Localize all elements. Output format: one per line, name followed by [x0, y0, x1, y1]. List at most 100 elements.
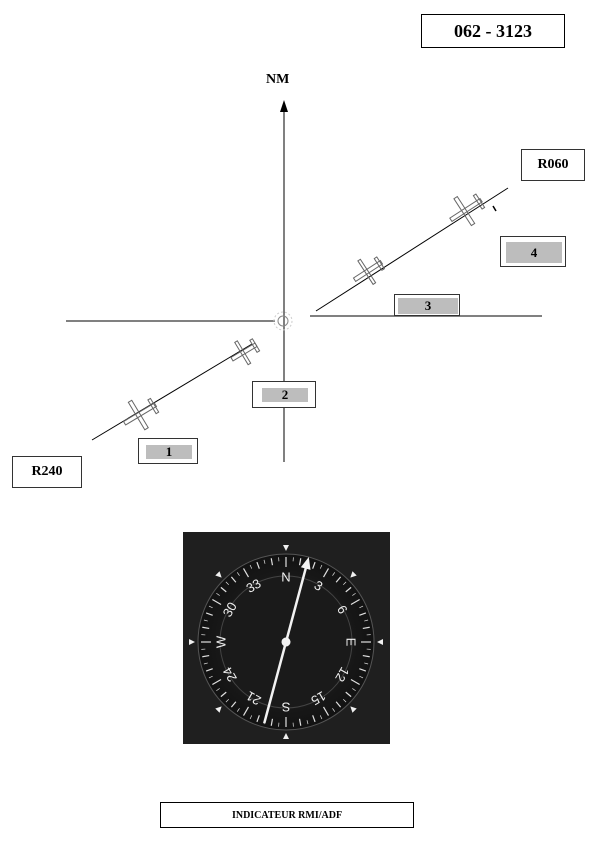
compass-tick [212, 678, 222, 686]
aircraft-position-2 [230, 338, 261, 366]
compass-label: 15 [308, 688, 328, 708]
compass-tick [256, 715, 260, 723]
compass-tick [225, 699, 229, 703]
position-box-4: 4 [500, 236, 566, 267]
compass-tick [312, 561, 316, 569]
instrument-caption: INDICATEUR RMI/ADF [160, 802, 414, 828]
navigation-diagram [66, 100, 542, 462]
radial-line-240 [91, 343, 253, 441]
compass-tick [345, 586, 352, 593]
compass-tick [230, 576, 237, 583]
compass-tick [306, 720, 309, 725]
position-label-4: 4 [506, 242, 562, 263]
radial-label-r060: R060 [521, 149, 585, 181]
compass-tick [298, 718, 302, 726]
compass-tick [362, 654, 370, 658]
radial-label-r240: R240 [12, 456, 82, 488]
compass-tick [352, 592, 356, 596]
compass-tick [202, 654, 210, 658]
compass-label: E [344, 638, 359, 647]
position-label-1: 1 [146, 444, 192, 459]
compass-label: S [281, 700, 290, 715]
outer-marker [189, 639, 195, 645]
compass-tick [216, 592, 220, 596]
compass-tick [364, 619, 369, 622]
compass-tick [256, 561, 260, 569]
compass-tick [249, 564, 253, 569]
reference-number: 062 - 3123 [421, 14, 565, 48]
compass-tick [208, 675, 213, 679]
outer-marker [377, 639, 383, 645]
compass-tick [202, 626, 210, 630]
compass-label: W [214, 635, 229, 648]
compass-tick [212, 598, 222, 606]
aircraft-position-3 [352, 256, 386, 286]
compass-label: 30 [220, 599, 240, 619]
outer-marker [283, 733, 289, 739]
compass-tick [352, 688, 356, 692]
compass-tick [236, 708, 240, 712]
aircraft-position-1 [122, 397, 160, 431]
compass-tick [230, 701, 237, 708]
position-box-1: 1 [138, 438, 198, 464]
outer-markers [189, 545, 383, 739]
compass-tick [322, 568, 330, 578]
compass-tick [220, 586, 227, 593]
compass-ticks [201, 557, 371, 727]
compass-tick [225, 581, 229, 585]
outer-marker [283, 545, 289, 551]
compass-tick [216, 688, 220, 692]
position-box-3: 3 [394, 294, 460, 316]
compass-label: 24 [220, 664, 240, 684]
compass-tick [270, 718, 274, 726]
north-arrow [280, 100, 288, 112]
station-symbol [273, 311, 293, 331]
compass-tick [335, 701, 342, 708]
compass-label: 21 [243, 688, 263, 708]
compass-tick [249, 715, 253, 720]
compass-tick [298, 558, 302, 566]
compass-tick [332, 708, 336, 712]
compass-tick [319, 564, 323, 569]
compass-tick [208, 605, 213, 609]
compass-tick [205, 668, 213, 672]
compass-tick [322, 706, 330, 716]
compass-tick [359, 605, 364, 609]
compass-tick [203, 619, 208, 622]
compass-tick [242, 568, 250, 578]
compass-tick [359, 668, 367, 672]
compass-tick [350, 678, 360, 686]
compass-tick [343, 699, 347, 703]
aircraft-position-4 [449, 193, 486, 227]
compass-label: 33 [243, 576, 263, 596]
compass-label: 12 [332, 664, 352, 684]
compass-tick [312, 715, 316, 723]
compass-tick [362, 626, 370, 630]
compass-tick [263, 559, 266, 564]
compass-tick [220, 691, 227, 698]
compass-tick [350, 598, 360, 606]
compass-tick [236, 572, 240, 576]
compass-tick [345, 691, 352, 698]
compass-tick [203, 662, 208, 665]
compass-tick [332, 572, 336, 576]
compass-tick [364, 662, 369, 665]
rmi-needle [263, 556, 311, 724]
compass-tick [359, 675, 364, 679]
compass-tick [270, 558, 274, 566]
compass-label: N [281, 570, 290, 585]
north-label: NM [266, 72, 290, 87]
compass-tick [205, 612, 213, 616]
position-label-3: 3 [398, 298, 458, 314]
compass-tick [242, 706, 250, 716]
radial-line-060 [315, 187, 509, 312]
compass-tick [319, 715, 323, 720]
compass-tick [343, 581, 347, 585]
compass-tick [359, 612, 367, 616]
position-label-2: 2 [262, 387, 308, 402]
compass-tick [335, 576, 342, 583]
position-box-2: 2 [252, 381, 316, 408]
